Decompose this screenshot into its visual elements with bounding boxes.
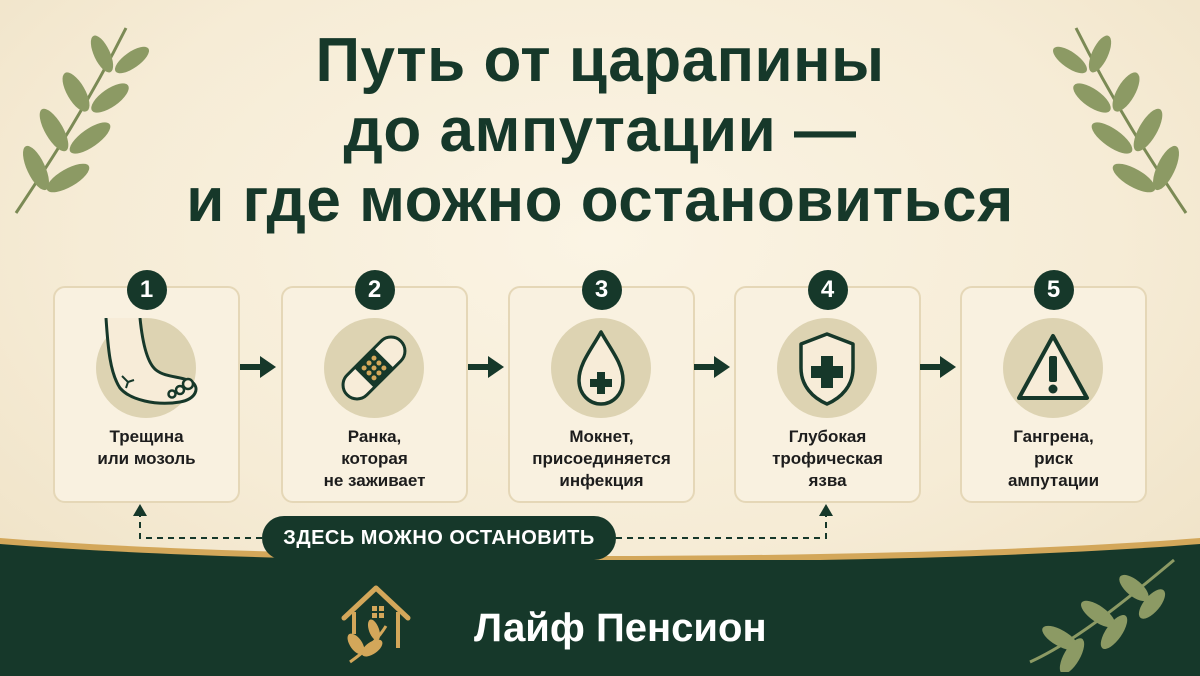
leaves-decoration-bottom-right (1029, 558, 1175, 672)
step-card-2: 2 Ранка, которая не заживает (281, 270, 468, 503)
arrow-right-icon (468, 356, 504, 378)
label-line: Трещина (109, 427, 184, 446)
step-number-2: 2 (354, 270, 395, 310)
arrow-right-icon (240, 356, 276, 378)
label-line: риск (1034, 449, 1073, 468)
step-label-3: Мокнет, присоединяется инфекция (510, 426, 693, 492)
title-line-2: до ампутации — (343, 96, 857, 165)
warning-icon (1017, 334, 1089, 400)
bandage-icon (341, 335, 407, 401)
step-number-5: 5 (1033, 270, 1074, 310)
step-label-2: Ранка, которая не заживает (283, 426, 466, 492)
step-number-3: 3 (581, 270, 622, 310)
drop-cross-icon (577, 330, 625, 406)
foot-icon (104, 318, 198, 405)
step-label-1: Трещина или мозоль (55, 426, 238, 470)
page-title: Путь от царапины до ампутации — и где мо… (100, 26, 1100, 236)
label-line: ампутации (1007, 471, 1100, 490)
step-card-1: 1 Трещина или мозоль (53, 270, 240, 503)
label-line: инфекция (559, 471, 644, 490)
label-line: Гангрена, (1013, 427, 1094, 446)
step-card-3: 3 Мокнет, присоединяется инфекция (508, 270, 695, 503)
step-number-4: 4 (807, 270, 848, 310)
label-line: Ранка, (347, 427, 402, 446)
label-line: Мокнет, (569, 427, 634, 446)
label-line: или мозоль (97, 449, 196, 468)
step-label-4: Глубокая трофическая язва (736, 426, 919, 492)
leaves-decoration-right (1052, 27, 1188, 214)
label-line: Глубокая (788, 427, 867, 446)
label-line: трофическая (772, 449, 883, 468)
step-label-5: Гангрена, риск ампутации (962, 426, 1145, 492)
step-card-5: 5 Гангрена, риск ампутации (960, 270, 1147, 503)
label-line: не заживает (323, 471, 426, 490)
house-leaf-logo-icon (341, 585, 411, 664)
arrow-right-icon (694, 356, 730, 378)
shield-cross-icon (799, 332, 855, 406)
footer-band (0, 560, 1200, 676)
title-line-1: Путь от царапины (315, 26, 885, 95)
label-line: присоединяется (532, 449, 671, 468)
title-line-3: и где можно остановиться (186, 166, 1014, 235)
step-number-1: 1 (126, 270, 167, 310)
step-card-4: 4 Глубокая трофическая язва (734, 270, 921, 503)
arrow-right-icon (920, 356, 956, 378)
stop-here-badge: ЗДЕСЬ МОЖНО ОСТАНОВИТЬ (262, 516, 616, 560)
brand-name: Лайф Пенсион (474, 606, 767, 650)
label-line: язва (808, 471, 847, 490)
label-line: которая (341, 449, 408, 468)
leaves-decoration-left (14, 27, 150, 214)
